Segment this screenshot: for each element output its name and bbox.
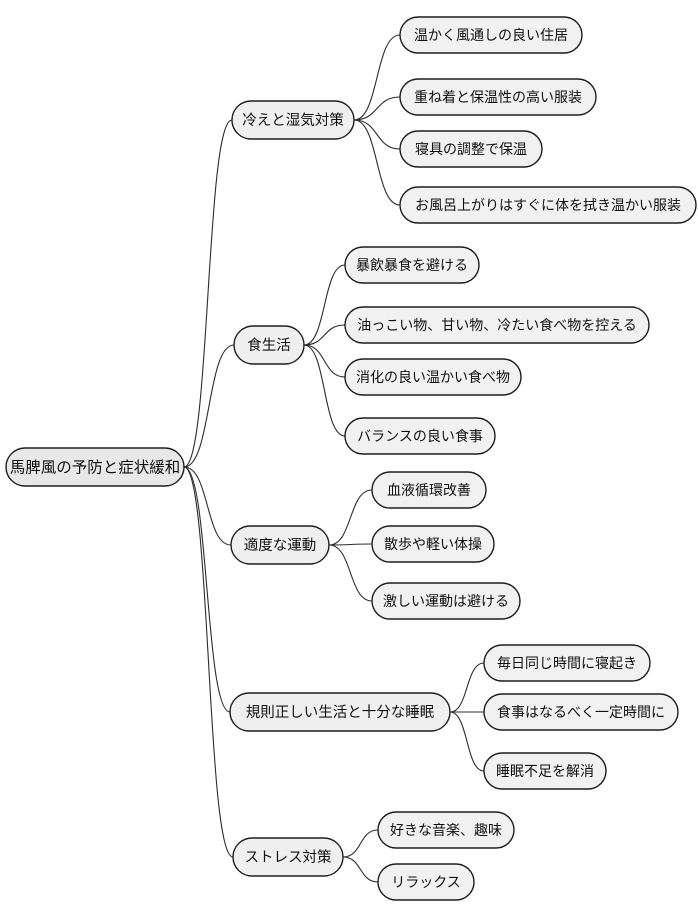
leaf-node-0-0-label: 温かく風通しの良い住居 <box>414 28 568 44</box>
branch-node-0[interactable]: 冷えと湿気対策 <box>231 100 355 140</box>
leaf-node-4-1[interactable]: リラックス <box>377 863 475 901</box>
leaf-node-0-2[interactable]: 寝具の調整で保温 <box>399 130 543 168</box>
leaf-node-2-1[interactable]: 散歩や軽い体操 <box>371 525 495 563</box>
branch-node-2[interactable]: 適度な運動 <box>230 525 330 565</box>
leaf-node-0-3-shape <box>399 186 697 224</box>
leaf-node-3-1-label: 食事はなるべく一定時間に <box>497 704 665 721</box>
branch-node-0-label: 冷えと湿気対策 <box>242 112 344 129</box>
leaf-node-1-1-label: 油っこい物、甘い物、冷たい食べ物を控える <box>357 317 637 334</box>
branch-node-4[interactable]: ストレス対策 <box>232 837 344 877</box>
leaf-node-0-3[interactable]: お風呂上がりはすぐに体を拭き温かい服装 <box>399 186 697 224</box>
leaf-node-3-0-shape <box>483 644 651 682</box>
leaf-node-2-2[interactable]: 激しい運動は避ける <box>371 582 521 620</box>
leaf-node-2-1-label: 散歩や軽い体操 <box>384 537 482 553</box>
leaf-node-1-2-shape <box>344 358 522 396</box>
leaf-node-2-0-label: 血液循環改善 <box>387 483 471 499</box>
leaf-node-1-1-shape <box>344 306 650 344</box>
branch-node-1-shape <box>233 325 305 365</box>
edge-root-to-branch-2 <box>183 466 232 546</box>
branch-node-1[interactable]: 食生活 <box>233 325 305 365</box>
edge-branch-0-leaf-3 <box>353 119 401 206</box>
leaf-node-3-1[interactable]: 食事はなるべく一定時間に <box>483 693 679 731</box>
leaf-node-4-0-shape <box>377 811 515 849</box>
branch-node-4-label: ストレス対策 <box>245 849 332 866</box>
leaf-node-2-0-shape <box>371 471 487 509</box>
leaf-node-2-0[interactable]: 血液循環改善 <box>371 471 487 509</box>
leaf-node-3-2-label: 睡眠不足を解消 <box>496 764 594 780</box>
leaf-node-4-0[interactable]: 好きな音楽、趣味 <box>377 811 515 849</box>
nodes-layer: 馬脾風の予防と症状緩和 冷えと湿気対策 温かく風通しの良い住居重ね着と保温性の高い服… <box>5 16 697 901</box>
edge-branch-4-leaf-1 <box>342 856 379 883</box>
edge-root-to-branch-0 <box>183 119 233 468</box>
edges-layer <box>183 34 485 883</box>
branch-node-3[interactable]: 規則正しい生活と十分な睡眠 <box>229 692 451 732</box>
leaf-node-3-2[interactable]: 睡眠不足を解消 <box>483 752 607 790</box>
leaf-node-3-1-shape <box>483 693 679 731</box>
leaf-node-0-1[interactable]: 重ね着と保温性の高い服装 <box>399 78 597 116</box>
leaf-node-3-0-label: 毎日同じ時間に寝起き <box>497 655 637 672</box>
leaf-node-1-3-shape <box>344 417 496 455</box>
edge-branch-0-leaf-1 <box>353 96 401 121</box>
leaf-node-1-2-label: 消化の良い温かい食べ物 <box>356 369 510 386</box>
leaf-node-0-3-label: お風呂上がりはすぐに体を拭き温かい服装 <box>415 198 681 214</box>
edge-root-to-branch-4 <box>183 466 234 858</box>
root-node-label: 馬脾風の予防と症状緩和 <box>10 459 181 477</box>
edge-branch-1-leaf-0 <box>303 264 346 346</box>
branch-node-3-shape <box>229 692 451 732</box>
leaf-node-2-1-shape <box>371 525 495 563</box>
edge-branch-3-leaf-0 <box>449 662 485 713</box>
edge-branch-3-leaf-2 <box>449 711 485 772</box>
leaf-node-0-0[interactable]: 温かく風通しの良い住居 <box>399 16 583 54</box>
leaf-node-1-0-shape <box>344 246 480 284</box>
edge-branch-1-leaf-1 <box>303 324 346 346</box>
branch-node-1-label: 食生活 <box>247 337 291 354</box>
leaf-node-4-1-shape <box>377 863 475 901</box>
edge-branch-1-leaf-3 <box>303 344 346 437</box>
leaf-node-3-2-shape <box>483 752 607 790</box>
leaf-node-1-1[interactable]: 油っこい物、甘い物、冷たい食べ物を控える <box>344 306 650 344</box>
branch-node-2-label: 適度な運動 <box>244 536 317 554</box>
leaf-node-1-0-label: 暴飲暴食を避ける <box>356 257 468 274</box>
edge-branch-2-leaf-1 <box>328 543 373 546</box>
leaf-node-2-2-label: 激しい運動は避ける <box>383 593 509 610</box>
leaf-node-1-3[interactable]: バランスの良い食事 <box>344 417 496 455</box>
edge-branch-2-leaf-0 <box>328 489 373 546</box>
leaf-node-1-0[interactable]: 暴飲暴食を避ける <box>344 246 480 284</box>
leaf-node-4-1-label: リラックス <box>391 875 461 891</box>
edge-branch-2-leaf-2 <box>328 544 373 602</box>
branch-node-3-label: 規則正しい生活と十分な睡眠 <box>246 704 435 721</box>
edge-branch-0-leaf-0 <box>353 34 401 121</box>
leaf-node-0-1-label: 重ね着と保温性の高い服装 <box>414 89 582 106</box>
edge-branch-4-leaf-0 <box>342 829 379 858</box>
edge-root-to-branch-1 <box>183 344 235 468</box>
branch-node-4-shape <box>232 837 344 877</box>
leaf-node-0-2-label: 寝具の調整で保温 <box>415 141 527 158</box>
branch-node-0-shape <box>231 100 355 140</box>
leaf-node-3-0[interactable]: 毎日同じ時間に寝起き <box>483 644 651 682</box>
root-node[interactable]: 馬脾風の予防と症状緩和 <box>5 447 185 487</box>
leaf-node-4-0-label: 好きな音楽、趣味 <box>390 822 502 839</box>
root-node-shape <box>5 447 185 487</box>
leaf-node-2-2-shape <box>371 582 521 620</box>
leaf-node-0-0-shape <box>399 16 583 54</box>
edge-branch-0-leaf-2 <box>353 119 401 150</box>
leaf-node-1-3-label: バランスの良い食事 <box>357 428 483 445</box>
leaf-node-1-2[interactable]: 消化の良い温かい食べ物 <box>344 358 522 396</box>
edge-branch-1-leaf-2 <box>303 344 346 378</box>
leaf-node-0-2-shape <box>399 130 543 168</box>
leaf-node-0-1-shape <box>399 78 597 116</box>
edge-root-to-branch-3 <box>183 466 231 713</box>
branch-node-2-shape <box>230 525 330 565</box>
